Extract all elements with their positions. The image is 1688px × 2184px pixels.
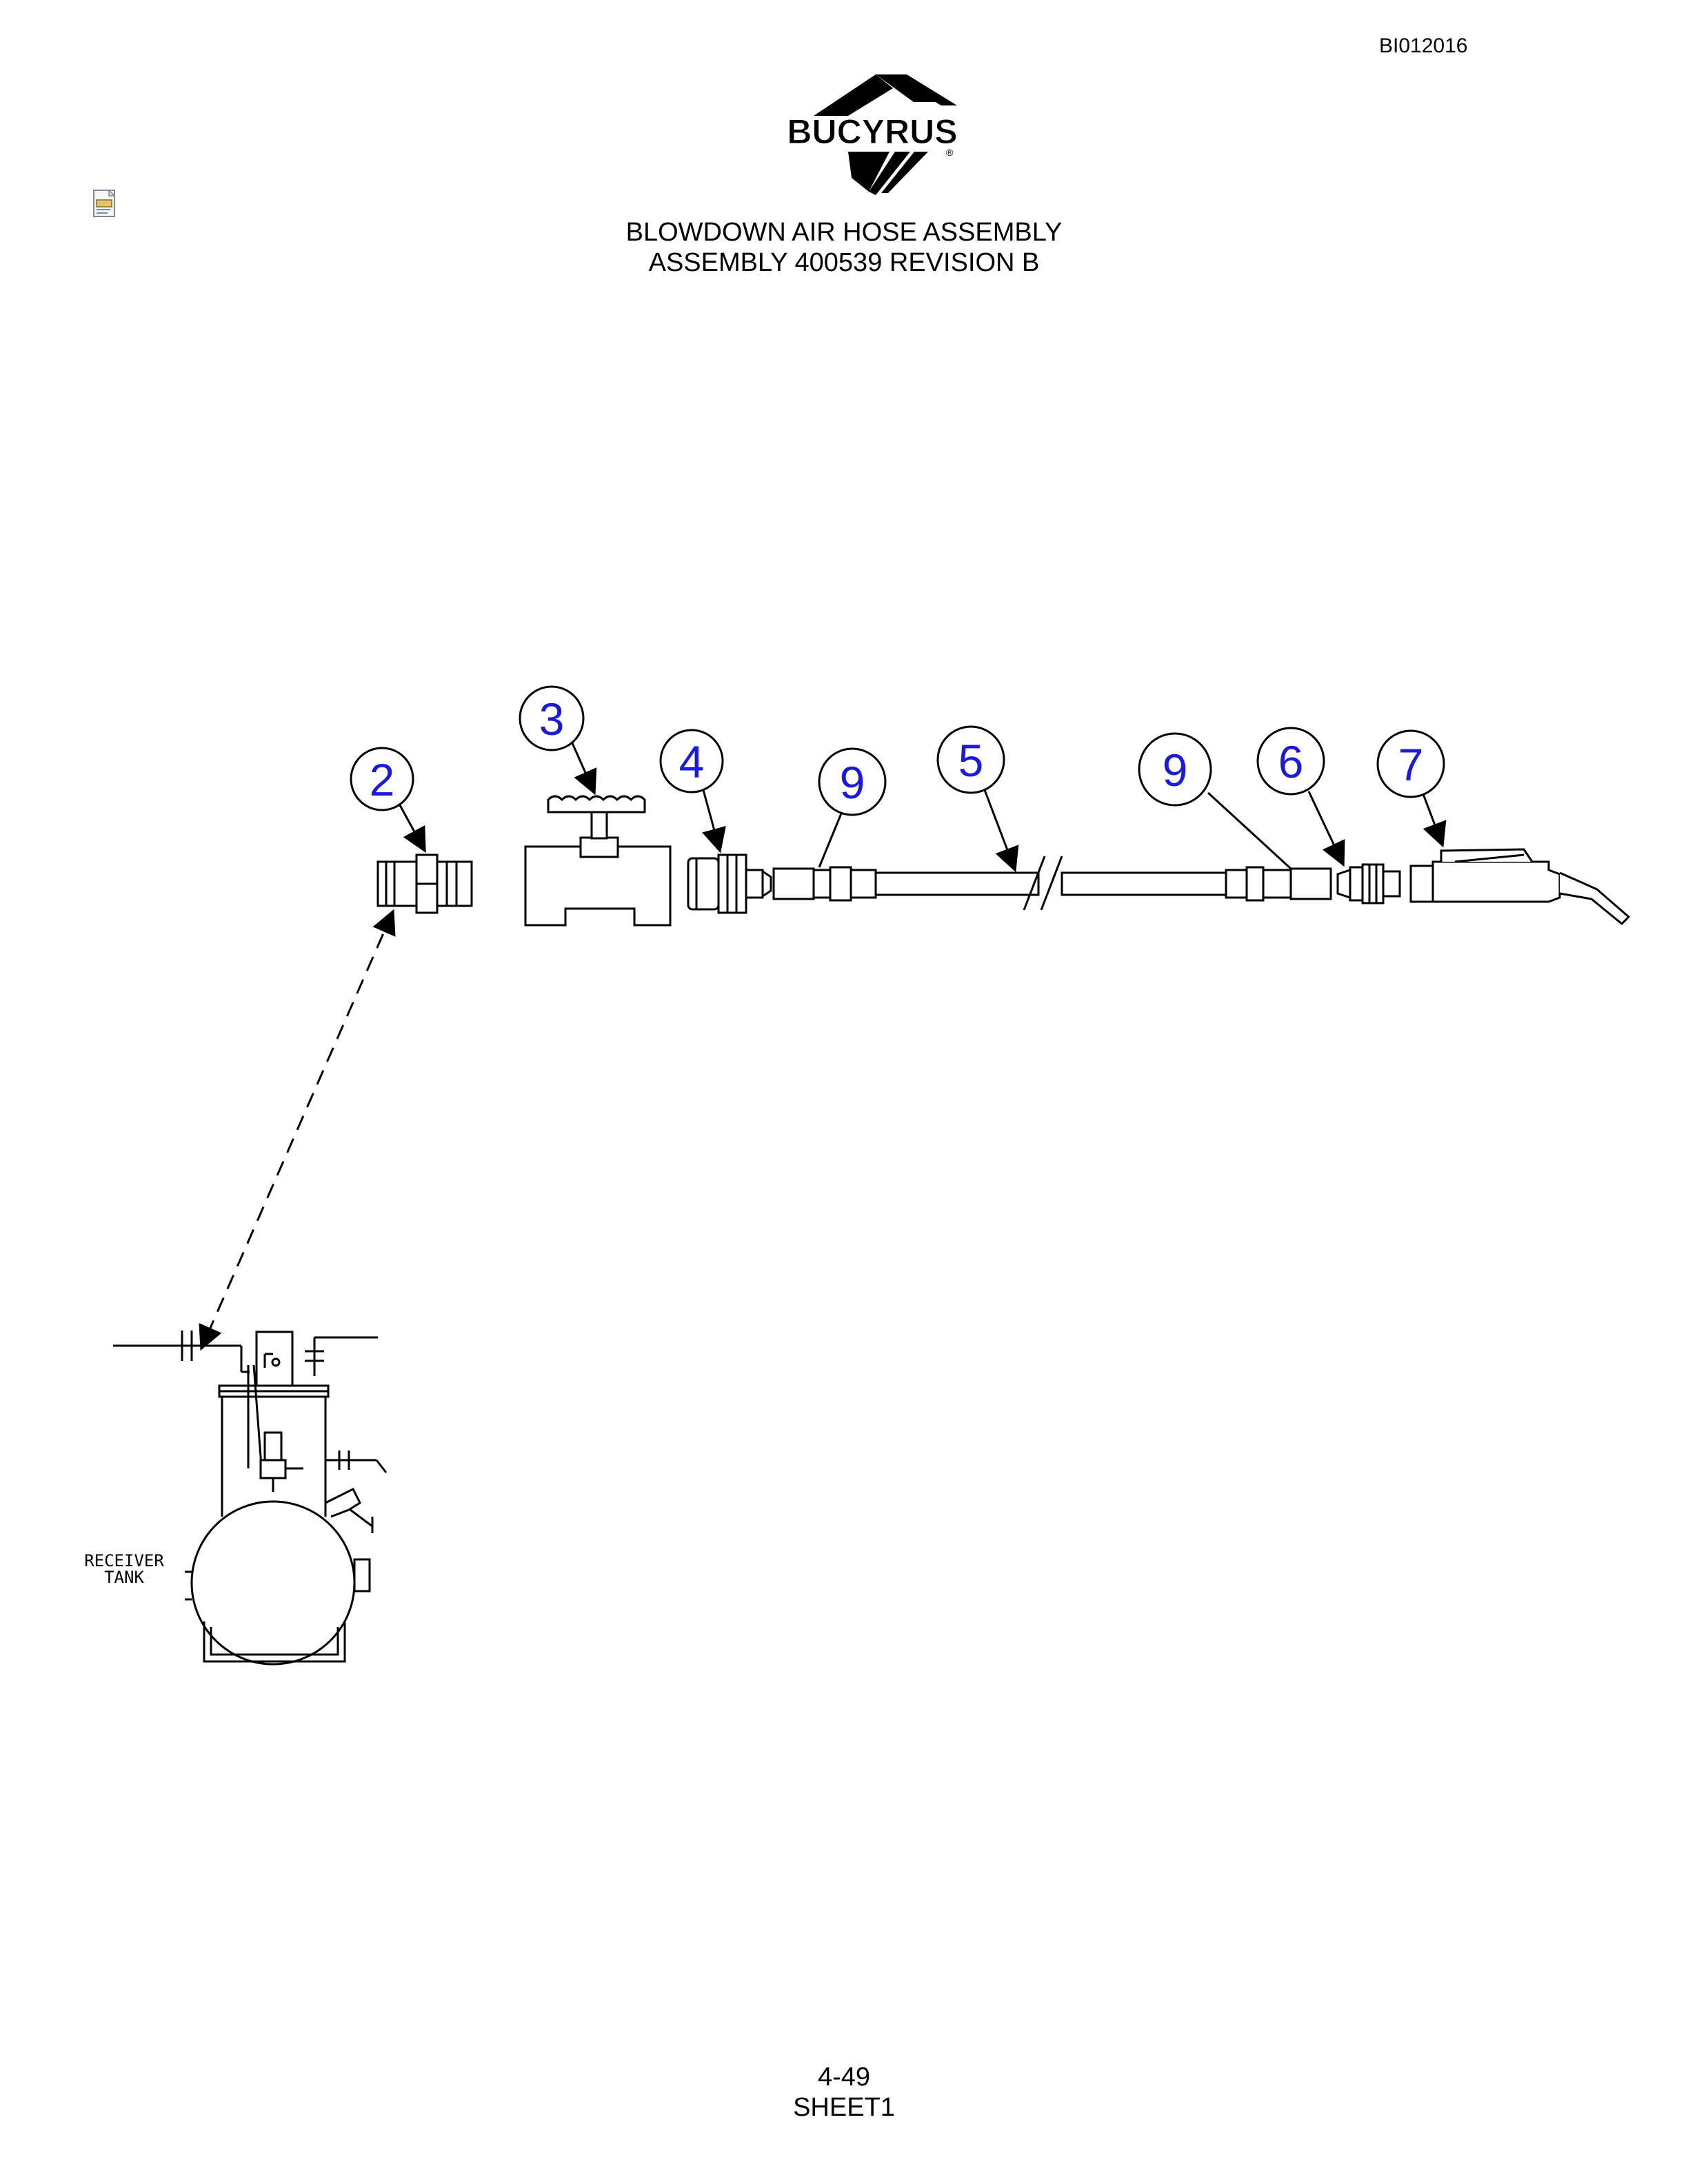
- balloon-6: 6: [1256, 727, 1345, 867]
- document-id: BI012016: [1379, 34, 1468, 57]
- balloon-6-label: 6: [1278, 736, 1304, 787]
- bucyrus-logo: BUCYRUS ®: [787, 74, 958, 195]
- balloon-4-label: 4: [679, 736, 705, 787]
- balloon-2-label: 2: [370, 754, 395, 805]
- balloon-9-right: 9: [1138, 732, 1292, 870]
- balloon-7: 7: [1376, 729, 1447, 848]
- page-number: 4-49: [817, 2063, 871, 2092]
- balloon-3: 3: [519, 685, 597, 796]
- balloon-2: 2: [350, 747, 426, 853]
- drawing-title: BLOWDOWN AIR HOSE ASSEMBLY: [625, 218, 1063, 247]
- document-attachment-icon[interactable]: [90, 188, 120, 219]
- balloon-5: 5: [936, 725, 1019, 873]
- part-2-nipple: [376, 853, 473, 914]
- logo-mountains: [814, 74, 957, 195]
- logo-registered-mark: ®: [946, 147, 954, 158]
- balloon-7-label: 7: [1398, 739, 1424, 790]
- assembly-number: ASSEMBLY 400539 REVISION B: [648, 248, 1040, 277]
- part-7-blow-gun: [1409, 848, 1631, 926]
- part-4-adapter: [687, 853, 772, 914]
- receiver-tank-assembly: [113, 1331, 388, 1666]
- balloon-5-label: 5: [958, 735, 984, 786]
- receiver-label: RECEIVER: [84, 1551, 164, 1570]
- part-3-valve: [524, 795, 672, 927]
- balloon-3-label: 3: [539, 694, 565, 745]
- logo-wordmark: BUCYRUS: [787, 112, 957, 151]
- balloon-9-left-label: 9: [840, 757, 865, 808]
- balloon-9-right-label: 9: [1163, 745, 1188, 796]
- part-6-coupler: [1336, 863, 1401, 904]
- balloon-4: 4: [659, 729, 726, 853]
- tank-label: TANK: [104, 1568, 144, 1587]
- hose-assembly: [772, 856, 1332, 911]
- balloon-9-left: 9: [818, 747, 887, 868]
- sheet-number: SHEET1: [793, 2093, 895, 2122]
- connection-dashed-line: [199, 909, 396, 1351]
